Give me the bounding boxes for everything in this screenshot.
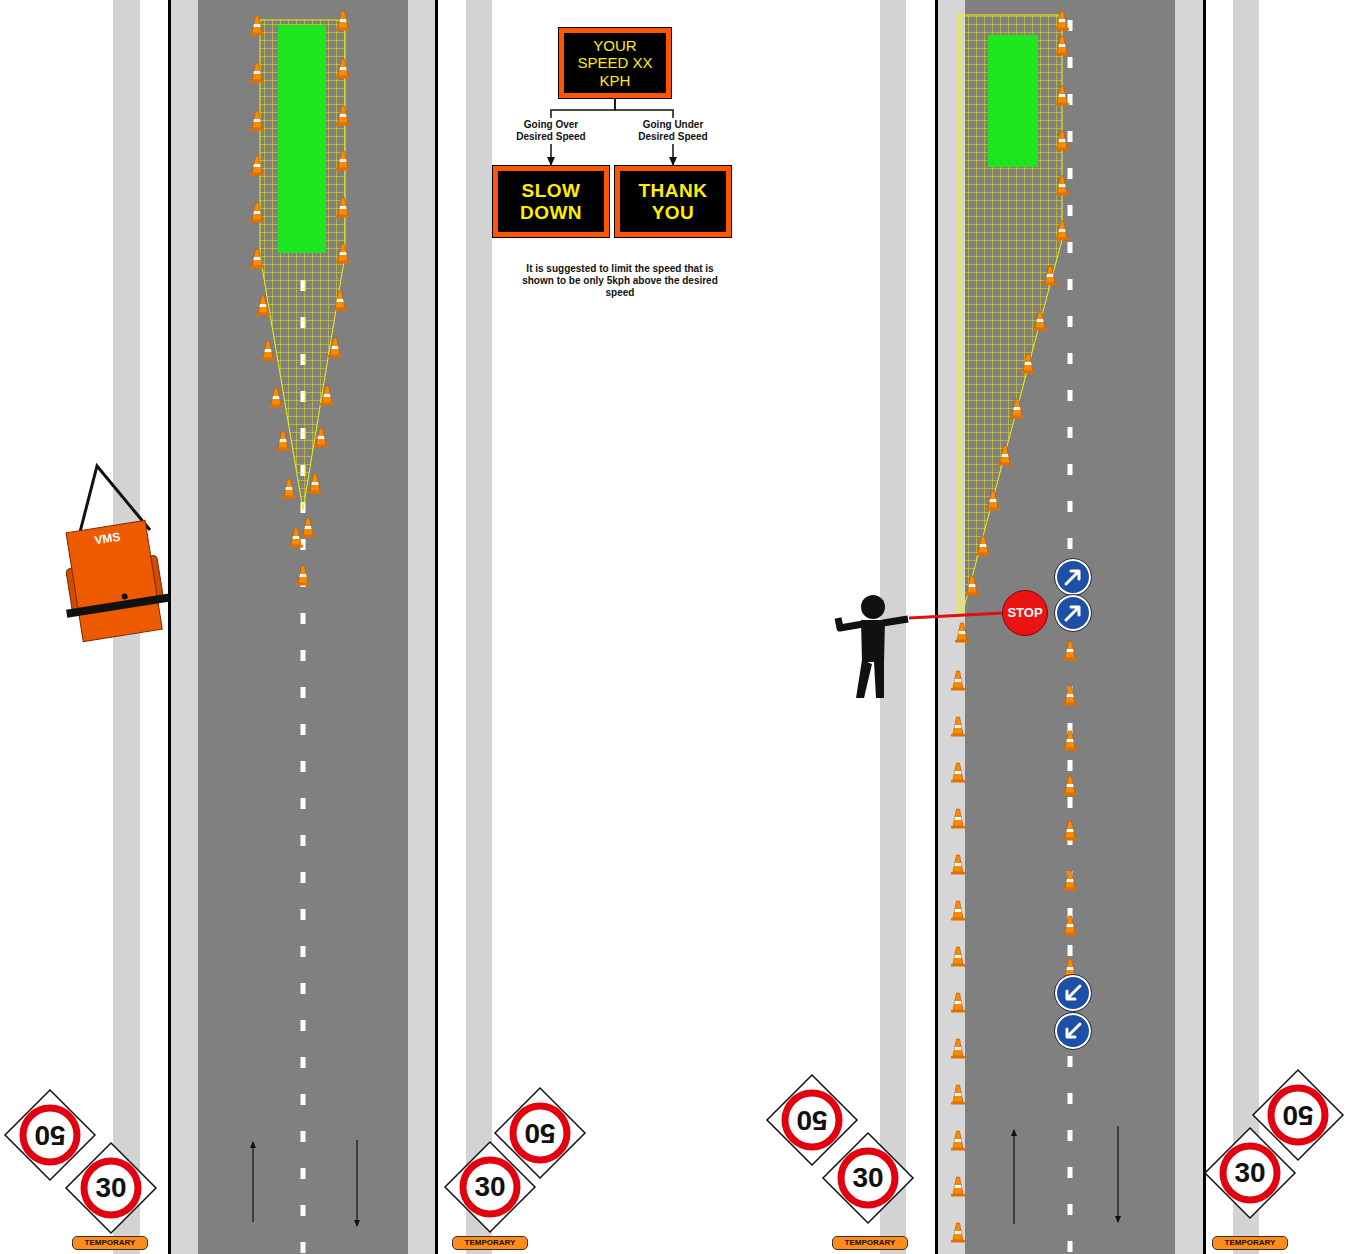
speed-value: 30 <box>95 1172 126 1204</box>
temporary-plate: TEMPORARY <box>72 1236 148 1250</box>
sign-text: TEMPORARY <box>845 1239 896 1247</box>
work-zone-hatch <box>958 15 1062 615</box>
speed-limit-sign: 50 <box>765 1073 859 1167</box>
cones <box>250 11 1077 1243</box>
work-area <box>278 25 326 253</box>
centre-line <box>301 20 1073 1253</box>
vms-message-box: SLOW DOWN <box>493 166 609 237</box>
flagger-person <box>838 595 908 698</box>
work-area <box>988 35 1038 167</box>
speed-limit-sign: 30 <box>821 1131 915 1225</box>
speed-value: 30 <box>474 1171 505 1203</box>
sign-text: TEMPORARY <box>465 1239 516 1247</box>
speed-value: 50 <box>34 1119 65 1151</box>
traffic-direction-arrows <box>253 1126 1118 1226</box>
vms-message-box: THANK YOU <box>615 166 731 237</box>
speed-value: 50 <box>1282 1099 1313 1131</box>
note: It is suggested to limit the speed that … <box>520 263 720 299</box>
work-zone-hatch <box>260 20 345 510</box>
sign-message: YOUR SPEED XX KPH <box>567 37 663 89</box>
sign-message: SLOW DOWN <box>501 180 601 224</box>
sign-text: TEMPORARY <box>85 1239 136 1247</box>
sign-message: THANK YOU <box>623 180 723 224</box>
vms-trailer: VMS <box>59 514 169 647</box>
vms-speed-display: YOUR SPEED XX KPH <box>559 28 671 98</box>
stop-sign: STOP <box>1002 590 1048 636</box>
stop-sign-pole <box>909 613 1003 618</box>
temporary-plate: TEMPORARY <box>832 1236 908 1250</box>
edge-label: Going Over Desired Speed <box>510 118 592 144</box>
speed-limit-sign: 50 <box>3 1088 97 1182</box>
keep-left-signs <box>1055 559 1092 1050</box>
sign-text: TEMPORARY <box>1225 1239 1276 1247</box>
temporary-plate: TEMPORARY <box>1212 1236 1288 1250</box>
speed-limit-sign: 30 <box>1203 1126 1297 1220</box>
speed-value: 50 <box>524 1117 555 1149</box>
temporary-plate: TEMPORARY <box>452 1236 528 1250</box>
speed-limit-sign: 30 <box>64 1141 158 1235</box>
sign-text: STOP <box>1007 606 1042 621</box>
speed-limit-sign: 30 <box>443 1140 537 1234</box>
left-road <box>113 0 492 1254</box>
edge-label: Going Under Desired Speed <box>632 118 714 144</box>
speed-value: 30 <box>852 1162 883 1194</box>
right-road <box>880 0 1259 1254</box>
speed-value: 50 <box>796 1104 827 1136</box>
speed-value: 30 <box>1234 1157 1265 1189</box>
